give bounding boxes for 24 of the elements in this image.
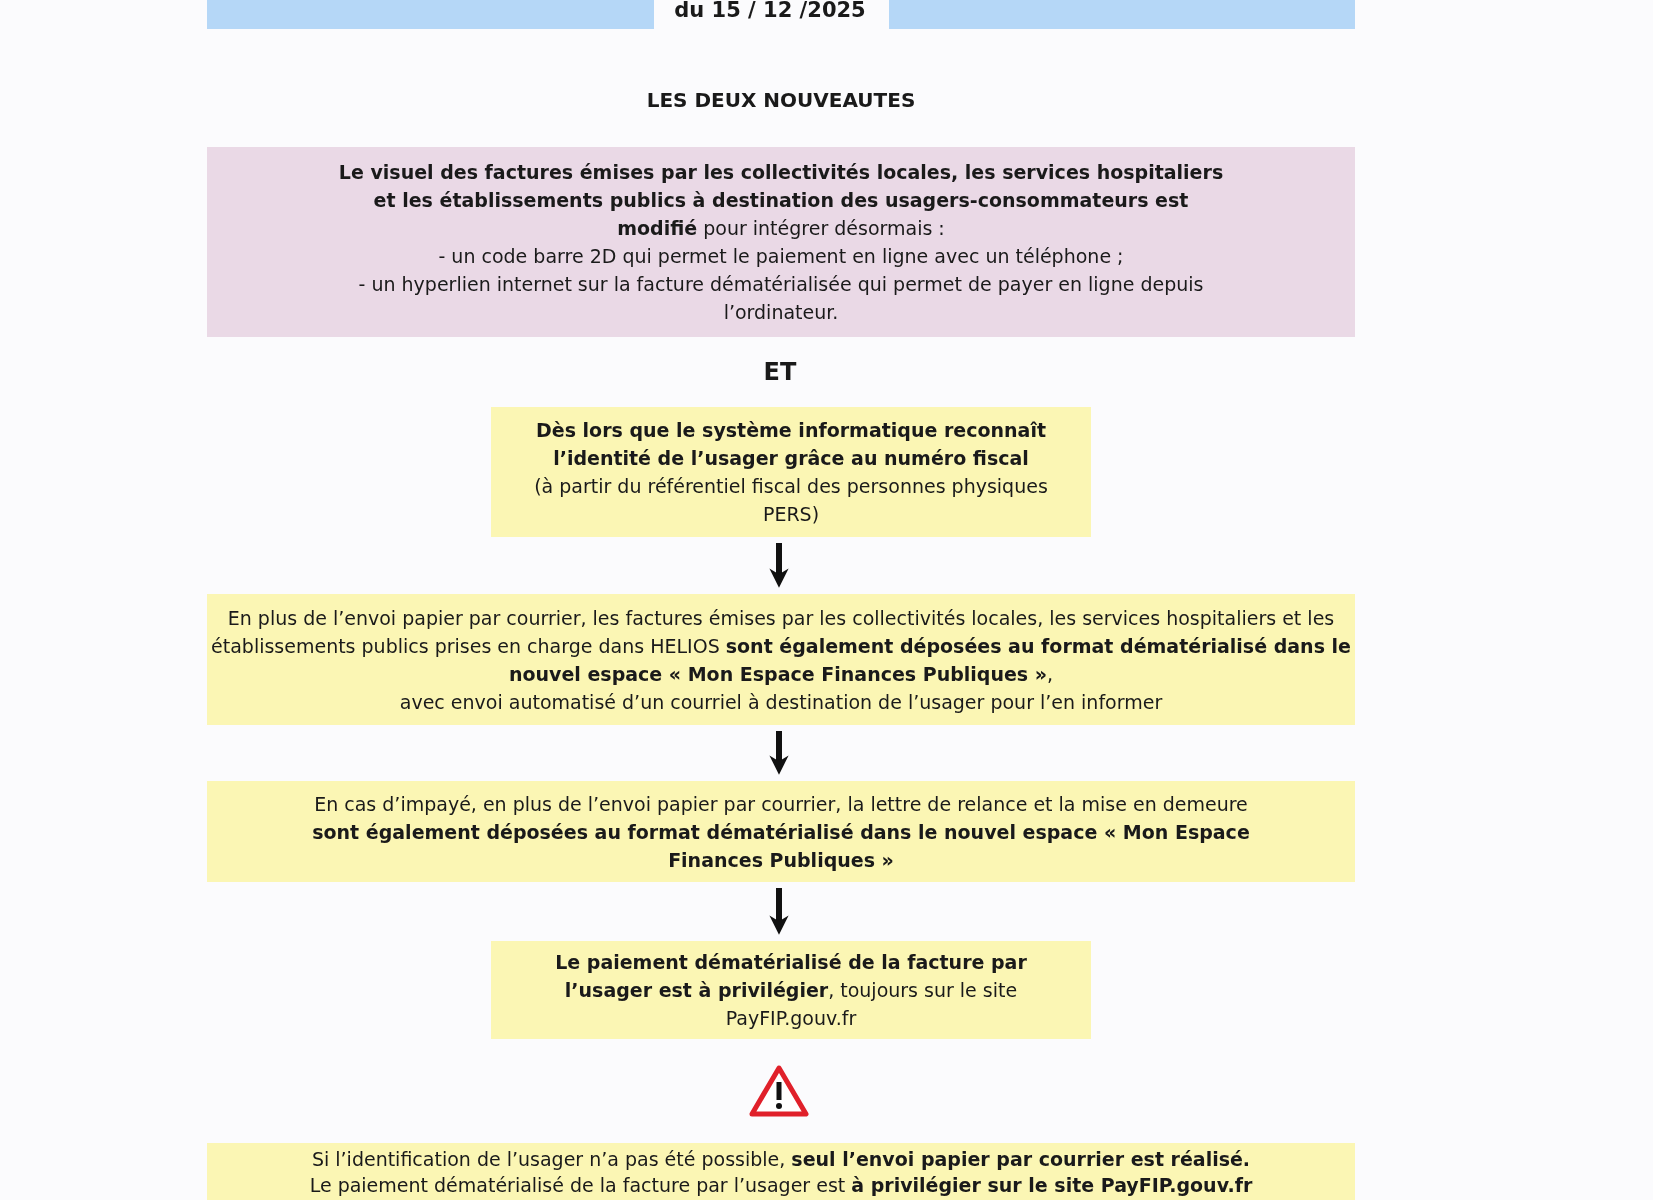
arrow bbox=[769, 543, 789, 588]
arrow bbox=[769, 888, 789, 935]
heading: LES DEUX NOUVEAUTES bbox=[645, 88, 917, 112]
box-text: (à partir du référentiel fiscal des personnes physiques PERS) bbox=[533, 474, 1049, 527]
process-box bbox=[207, 781, 1355, 882]
box-text: - un hyperlien internet sur la facture dématérialisée qui permet de payer en ligne depuis l’ordinateur. bbox=[357, 272, 1205, 325]
arrow bbox=[769, 731, 789, 775]
header-box bbox=[207, 0, 654, 29]
box-text: Le paiement dématérialisé de la facture par l’usager est à privilégier, toujours sur le site PayFIP.gouv.fr bbox=[554, 950, 1028, 1031]
box-text: Le visuel des factures émises par les collectivités locales, les services hospitaliers et les établissements publics à destination des usagers-consommateurs est modifié pour intégrer désormais : bbox=[337, 160, 1225, 241]
warning-box bbox=[207, 1143, 1355, 1200]
header-box bbox=[889, 0, 1355, 29]
box-text: Si l’identification de l’usager n’a pas été possible, seul l’envoi papier par courrier est réalisé. bbox=[311, 1146, 1251, 1172]
connector-word: ET bbox=[762, 358, 798, 386]
process-box bbox=[207, 594, 1355, 725]
process-box bbox=[491, 407, 1091, 537]
box-text: - un code barre 2D qui permet le paiement en ligne avec un téléphone ; bbox=[438, 244, 1124, 269]
box-text: Dès lors que le système informatique reconnaît l’identité de l’usager grâce au numéro fiscal bbox=[535, 418, 1047, 471]
box-text: En cas d’impayé, en plus de l’envoi papier par courrier, la lettre de relance et la mise en demeure sont également déposées au format dématérialisé dans le nouvel espace « Mon Espace Finances Publiques » bbox=[311, 791, 1251, 873]
info-box bbox=[207, 147, 1355, 337]
process-box bbox=[491, 941, 1091, 1039]
box-text: Le paiement dématérialisé de la facture par l’usager est à privilégier sur le site PayFIP.gouv.fr bbox=[309, 1172, 1253, 1198]
box-text: avec envoi automatisé d’un courriel à destination de l’usager pour l’en informer bbox=[399, 689, 1163, 715]
date-text: du 15 / 12 /2025 bbox=[673, 0, 867, 22]
